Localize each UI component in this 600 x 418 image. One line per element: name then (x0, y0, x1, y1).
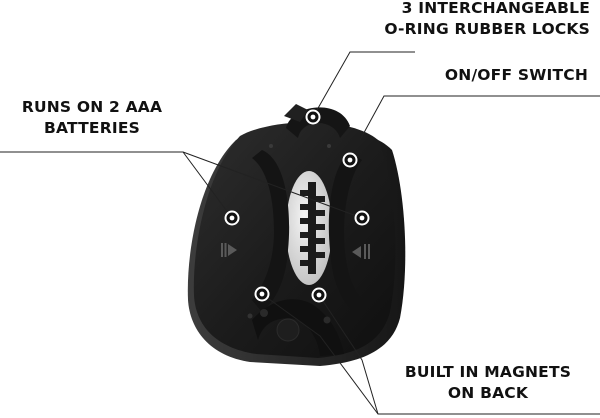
callout-magnets: BUILT IN MAGNETS ON BACK (388, 362, 588, 404)
leader-batteries-a (0, 151, 233, 219)
battery-door-icon (352, 244, 370, 259)
back-magnet-bump (276, 318, 300, 342)
callout-rubber-locks-line1: 3 INTERCHANGEABLE (401, 0, 590, 17)
right-clamp (328, 152, 362, 310)
play-triangle-icon (221, 243, 237, 257)
callout-magnets-line1: BUILT IN MAGNETS (404, 363, 572, 381)
leader-lines (0, 51, 600, 415)
callout-batteries-line1: RUNS ON 2 AAA (21, 98, 163, 116)
callout-magnets-line2: ON BACK (447, 384, 529, 402)
leader-magnets-a (261, 293, 600, 415)
gear-wheel (286, 171, 332, 285)
callout-batteries: RUNS ON 2 AAA BATTERIES (12, 97, 172, 139)
leader-switch (359, 95, 600, 141)
leader-locks (312, 51, 415, 118)
callout-rubber-locks-line2: O-RING RUBBER LOCKS (384, 20, 590, 38)
callout-on-off-switch-line1: ON/OFF SWITCH (444, 66, 588, 84)
leader-batteries-b (182, 151, 363, 219)
callout-batteries-line2: BATTERIES (44, 119, 140, 137)
left-clamp (252, 150, 290, 312)
callout-rubber-locks: 3 INTERCHANGEABLE O-RING RUBBER LOCKS (384, 0, 590, 40)
callout-on-off-switch: ON/OFF SWITCH (445, 65, 588, 86)
leader-magnets-b (318, 294, 379, 415)
marker-dot-icon (224, 109, 370, 303)
